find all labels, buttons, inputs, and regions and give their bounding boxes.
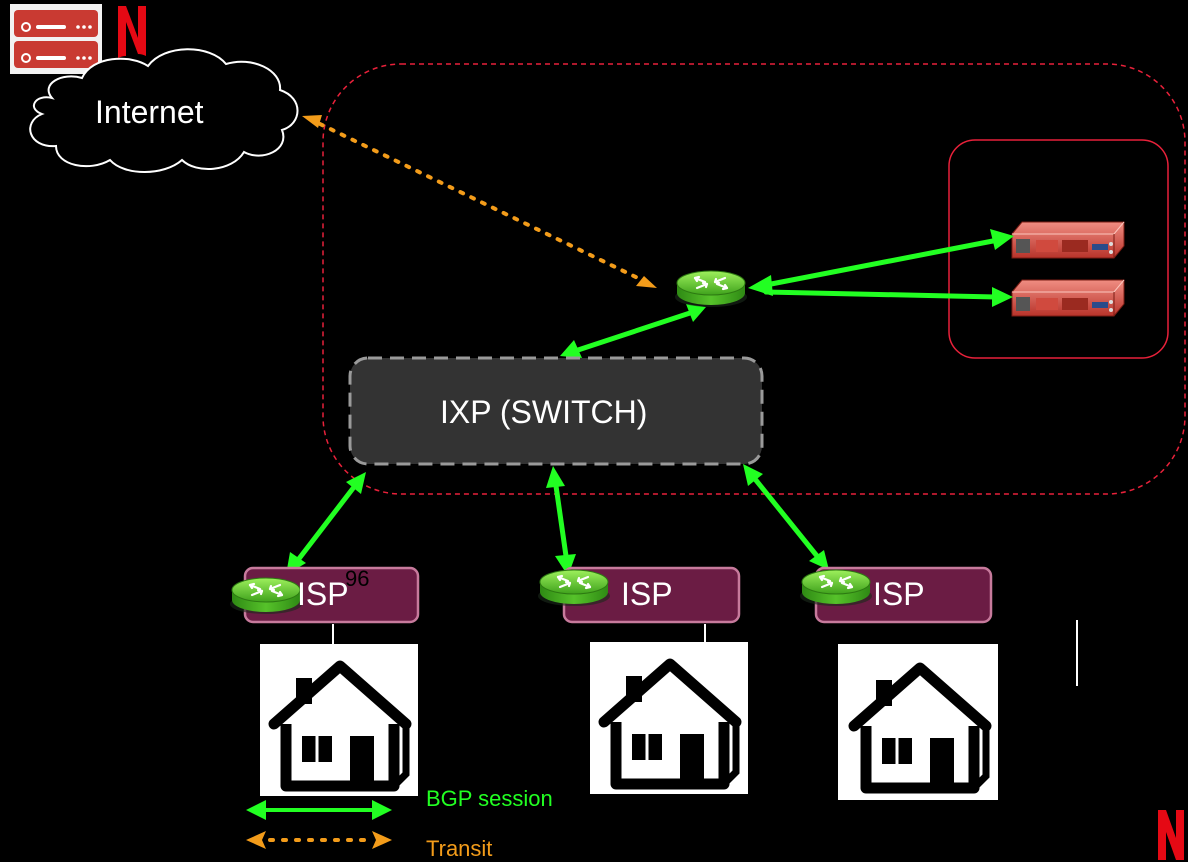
isp-router-icon bbox=[798, 568, 874, 608]
ixp-switch bbox=[348, 356, 764, 466]
ixp-label: IXP (SWITCH) bbox=[440, 394, 648, 430]
bgp-link bbox=[575, 310, 693, 353]
isp-router-icon bbox=[228, 576, 304, 616]
server-icon bbox=[1011, 221, 1125, 259]
netflix-server-logo-icon bbox=[10, 4, 102, 74]
bgp-links bbox=[295, 237, 1001, 563]
server-icon bbox=[1011, 279, 1125, 317]
house-icon bbox=[590, 642, 748, 794]
autonomous-system-boundary bbox=[322, 63, 1186, 495]
house-icon bbox=[838, 644, 998, 800]
house-icon bbox=[260, 644, 418, 796]
internet-cloud-icon bbox=[29, 48, 299, 173]
netflix-logo-icon bbox=[118, 6, 146, 58]
bgp-link bbox=[752, 476, 820, 559]
bgp-link bbox=[763, 289, 999, 300]
transit-link bbox=[302, 115, 657, 288]
legend-bgp-icon bbox=[246, 800, 392, 820]
internet-label: Internet bbox=[95, 94, 204, 130]
isp-label-3: ISP bbox=[873, 576, 925, 612]
isp-label-2: ISP bbox=[621, 576, 673, 612]
isp-label-1: ISP bbox=[297, 576, 349, 612]
netflix-logo-icon bbox=[1158, 810, 1184, 860]
bgp-link bbox=[763, 237, 1001, 288]
isp-note-1: 96 bbox=[345, 566, 370, 591]
bgp-link bbox=[295, 484, 357, 563]
core-router-icon bbox=[673, 269, 749, 309]
legend-transit-icon bbox=[246, 831, 392, 849]
bgp-link bbox=[553, 483, 569, 559]
legend-bgp-label: BGP session bbox=[426, 786, 553, 811]
legend-transit-label: Transit bbox=[426, 836, 493, 861]
isp-house-links bbox=[332, 620, 1078, 686]
isp-router-icon bbox=[536, 568, 612, 608]
